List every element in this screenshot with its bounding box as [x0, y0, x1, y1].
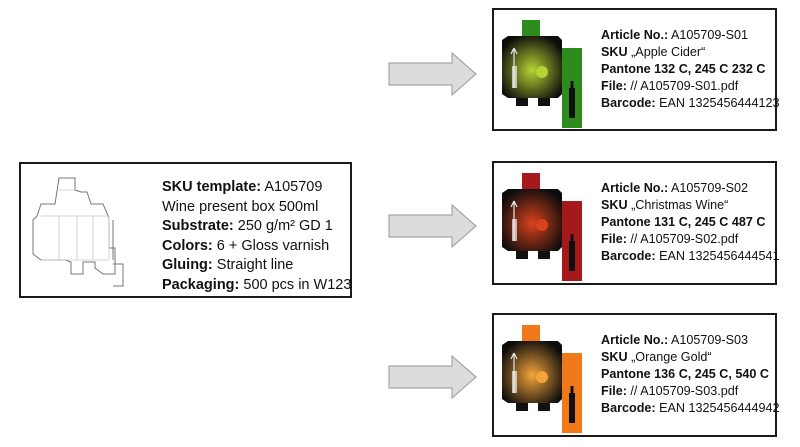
gluing-line: Gluing: Straight line [162, 257, 294, 274]
variant-box-1: Article No.: A105709-S01 SKU Apple Cider… [492, 8, 780, 131]
sku-line: SKU Orange Gold [601, 349, 780, 366]
colors-line: Colors: 6 + Gloss varnish [162, 237, 330, 254]
sku-line: SKU Apple Cider [601, 44, 780, 61]
article-no-line: Article No.: A105709-S03 [601, 333, 749, 347]
packaging-line: Packaging: 500 pcs in W123 [162, 276, 352, 293]
template-box: SKU template: A105709 Wine present box 5… [19, 162, 352, 298]
variant-specs-2: Article No.: A105709-S02 SKU Christmas W… [601, 180, 780, 265]
variant-specs-3: Article No.: A105709-S03 SKU Orange Gold… [601, 332, 780, 417]
pantone-line: Pantone 131 C, 245 C 487 C [601, 215, 766, 230]
file-line: File: // A105709-S02.pdf [601, 232, 739, 247]
package-artwork-2 [502, 173, 582, 281]
arrow-to-variant-3 [388, 355, 477, 399]
file-line: File: // A105709-S01.pdf [601, 79, 739, 94]
barcode-line: Barcode: EAN 1325456444541 [601, 249, 780, 264]
arrow-to-variant-1 [388, 52, 477, 96]
description-line: Wine present box 500ml [162, 198, 319, 215]
article-no-line: Article No.: A105709-S02 [601, 181, 749, 195]
barcode-line: Barcode: EAN 1325456444942 [601, 401, 780, 416]
arrow-to-variant-2 [388, 204, 477, 248]
pantone-line: Pantone 132 C, 245 C 232 C [601, 62, 766, 77]
barcode-line: Barcode: EAN 1325456444123 [601, 96, 780, 111]
package-artwork-1 [502, 20, 582, 128]
substrate-line: Substrate: 250 g/m² GD 1 [162, 218, 333, 235]
package-artwork-3 [502, 325, 582, 433]
variant-box-2: Article No.: A105709-S02 SKU Christmas W… [492, 161, 780, 285]
template-specs: SKU template: A105709 Wine present box 5… [162, 178, 351, 296]
pantone-line: Pantone 136 C, 245 C, 540 C [601, 367, 769, 382]
article-no-line: Article No.: A105709-S01 [601, 28, 749, 42]
dieline-drawing [32, 177, 124, 287]
variant-specs-1: Article No.: A105709-S01 SKU Apple Cider… [601, 27, 780, 112]
variant-box-3: Article No.: A105709-S03 SKU Orange Gold… [492, 313, 780, 437]
sku-line: SKU Christmas Wine [601, 197, 780, 214]
sku-template-line: SKU template: A105709 [162, 179, 323, 195]
file-line: File: // A105709-S03.pdf [601, 384, 739, 399]
